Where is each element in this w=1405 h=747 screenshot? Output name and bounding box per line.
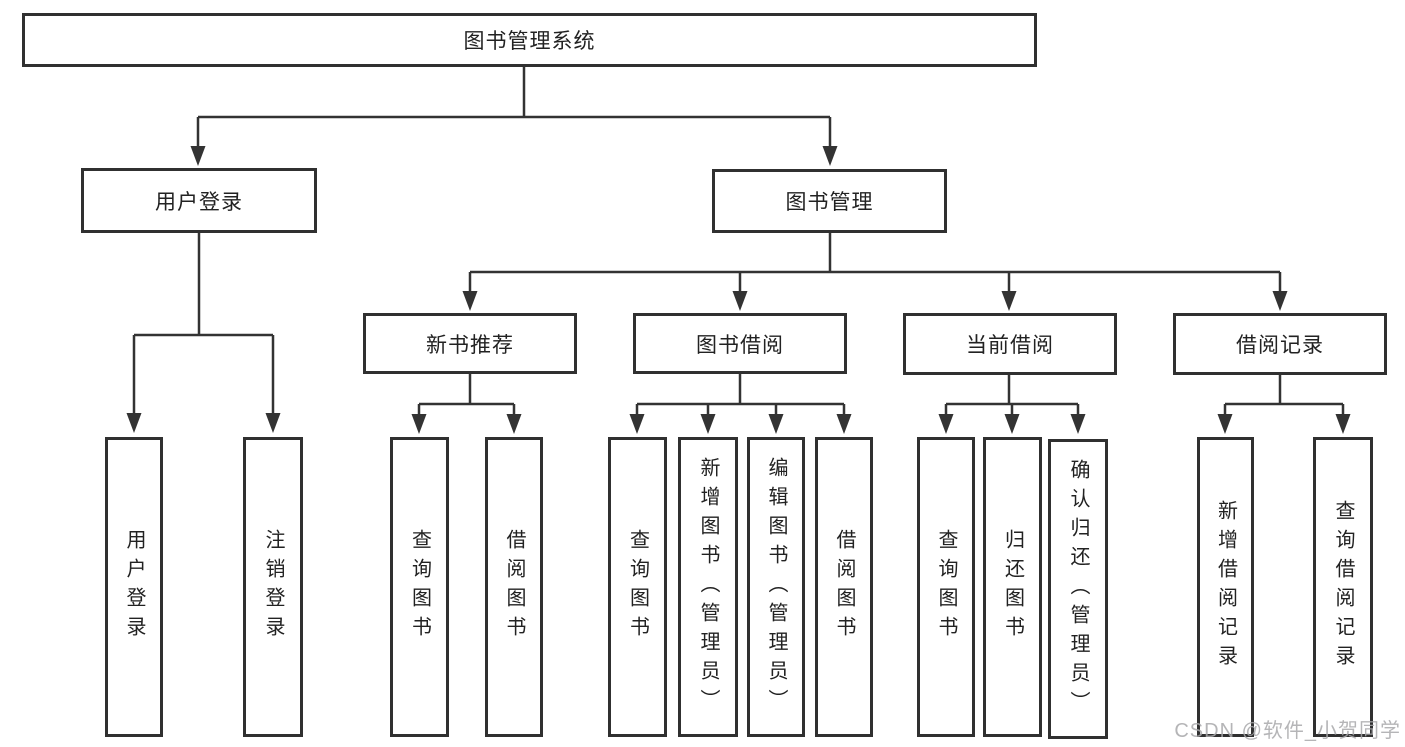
leaf-add-borrow-record: 新增借阅记录 bbox=[1197, 437, 1254, 737]
node-label: 新增图书（管理员） bbox=[697, 456, 719, 718]
leaf-add-books-admin: 新增图书（管理员） bbox=[678, 437, 738, 737]
node-current-borrow: 当前借阅 bbox=[903, 313, 1117, 375]
node-borrow-records: 借阅记录 bbox=[1173, 313, 1387, 375]
node-label: 图书管理系统 bbox=[463, 30, 596, 53]
node-label: 查询图书 bbox=[408, 529, 431, 645]
leaf-borrow-books-recommend: 借阅图书 bbox=[485, 437, 543, 737]
node-label: 查询图书 bbox=[935, 529, 957, 645]
node-label: 借阅图书 bbox=[833, 529, 855, 645]
leaf-query-books-borrow: 查询图书 bbox=[608, 437, 667, 737]
node-label: 编辑图书（管理员） bbox=[765, 456, 787, 718]
leaf-user-login: 用户登录 bbox=[105, 437, 163, 737]
node-label: 图书管理 bbox=[785, 191, 874, 214]
node-label: 当前借阅 bbox=[966, 334, 1054, 357]
node-root-system: 图书管理系统 bbox=[22, 13, 1037, 67]
edges-borrow-records-children bbox=[1217, 374, 1351, 434]
leaf-logout-login: 注销登录 bbox=[243, 437, 303, 737]
edges-root-to-level2 bbox=[190, 67, 838, 166]
node-label: 图书借阅 bbox=[696, 333, 784, 357]
edges-book-borrow-children bbox=[629, 374, 852, 434]
node-book-borrow: 图书借阅 bbox=[633, 313, 847, 374]
node-user-login: 用户登录 bbox=[81, 168, 317, 233]
node-label: 查询借阅记录 bbox=[1332, 500, 1354, 674]
edges-current-borrow-children bbox=[938, 374, 1086, 434]
leaf-borrow-books-borrow: 借阅图书 bbox=[815, 437, 873, 737]
leaf-return-books: 归还图书 bbox=[983, 437, 1042, 737]
node-new-book-recommend: 新书推荐 bbox=[363, 313, 577, 374]
node-label: 借阅图书 bbox=[503, 529, 525, 645]
node-label: 新增借阅记录 bbox=[1214, 500, 1237, 674]
leaf-query-books-current: 查询图书 bbox=[917, 437, 975, 737]
leaf-confirm-return-admin: 确认归还（管理员） bbox=[1048, 439, 1108, 739]
leaf-query-books-recommend: 查询图书 bbox=[390, 437, 449, 737]
node-label: 归还图书 bbox=[1001, 529, 1024, 645]
node-label: 用户登录 bbox=[155, 190, 243, 214]
leaf-query-borrow-record: 查询借阅记录 bbox=[1313, 437, 1373, 737]
leaf-edit-books-admin: 编辑图书（管理员） bbox=[747, 437, 805, 737]
node-label: 借阅记录 bbox=[1236, 334, 1324, 357]
node-label: 新书推荐 bbox=[426, 333, 514, 357]
node-label: 用户登录 bbox=[123, 529, 145, 645]
edges-new-book-recommend-children bbox=[411, 374, 522, 434]
node-label: 查询图书 bbox=[626, 529, 649, 645]
edges-book-management-children bbox=[462, 233, 1288, 311]
node-book-management: 图书管理 bbox=[712, 169, 947, 233]
node-label: 确认归还（管理员） bbox=[1067, 458, 1089, 720]
edges-user-login-children bbox=[126, 233, 281, 433]
csdn-watermark: CSDN @软件_小贺同学 bbox=[1174, 720, 1401, 742]
node-label: 注销登录 bbox=[262, 529, 284, 645]
